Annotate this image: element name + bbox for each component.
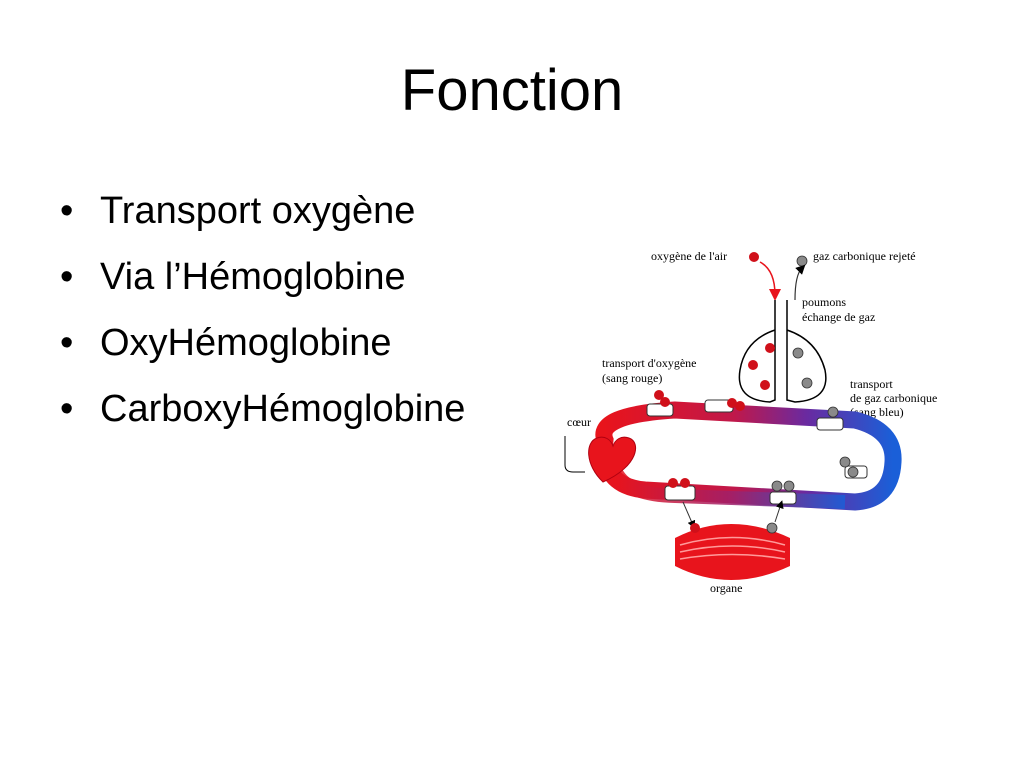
bullet-list: • Transport oxygène • Via l’Hémoglobine • O… [60, 192, 465, 456]
bullet-item: • Transport oxygène [60, 192, 465, 258]
heart-valve-line [564, 436, 585, 473]
label-lungs-1: poumons [802, 295, 846, 309]
oxygen-inflow-arrow [759, 261, 781, 301]
label-co2-transport-1: transport [850, 377, 893, 391]
label-lungs-2: échange de gaz [802, 310, 875, 324]
heart-icon [588, 436, 637, 483]
car-cargo [654, 390, 859, 492]
label-co2-rejected: gaz carbonique rejeté [813, 249, 916, 263]
bullet-glyph: • [60, 190, 74, 232]
label-co2-transport-2: de gaz carbonique [850, 391, 937, 405]
label-organ: organe [710, 581, 742, 595]
slide-title: Fonction [400, 58, 624, 123]
label-oxygen-air: oxygène de l'air [651, 249, 727, 263]
bullet-text: Transport oxygène [100, 190, 416, 232]
label-o2-transport-1: transport d'oxygène [602, 356, 696, 370]
co2-molecule [766, 522, 778, 534]
co2-outflow-arrow [794, 264, 806, 301]
oxygen-molecule [749, 252, 759, 262]
bullet-glyph: • [60, 388, 74, 430]
label-o2-transport-2: (sang rouge) [602, 371, 662, 385]
oxygen-molecule [690, 523, 700, 533]
bullet-glyph: • [60, 256, 74, 298]
lungs [738, 300, 827, 403]
bullet-text: OxyHémoglobine [100, 322, 392, 364]
co2-molecule [796, 255, 808, 267]
bullet-glyph: • [60, 322, 74, 364]
bullet-text: Via l’Hémoglobine [100, 256, 406, 298]
bullet-item: • OxyHémoglobine [60, 324, 465, 390]
bullet-item: • Via l’Hémoglobine [60, 258, 465, 324]
oxygen-to-organ-arrow [682, 501, 696, 529]
bullet-text: CarboxyHémoglobine [100, 388, 466, 430]
circulation-diagram: oxygène de l'air gaz carbonique rejeté p… [564, 249, 937, 595]
organ-muscle [675, 524, 790, 580]
label-heart: cœur [567, 415, 591, 429]
co2-from-organ-arrow [774, 500, 784, 523]
bullet-item: • CarboxyHémoglobine [60, 390, 465, 456]
